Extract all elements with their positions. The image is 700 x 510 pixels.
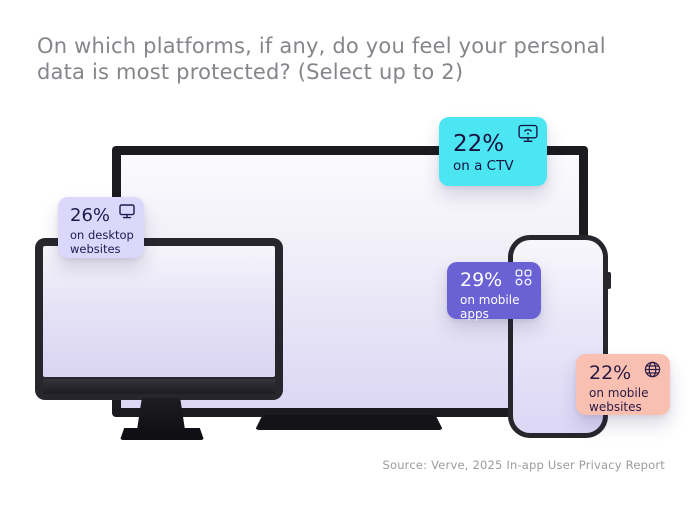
desktop-monitor-chin	[43, 379, 275, 394]
badge-desktop-websites-value: 26%	[70, 205, 111, 226]
badge-mobile-websites-value: 22%	[589, 362, 632, 384]
ctv-screen-icon	[518, 124, 538, 147]
globe-icon	[644, 361, 661, 382]
badge-desktop-websites: 26% on desktop websites	[58, 197, 144, 258]
page-title-line-1: On which platforms, if any, do you feel …	[37, 34, 606, 58]
badge-mobile-apps: 29% on mobile apps	[447, 262, 541, 322]
badge-ctv-value: 22%	[453, 131, 505, 157]
smartphone-side-button	[607, 272, 611, 289]
badge-mobile-apps-value: 29%	[460, 269, 503, 291]
desktop-monitor-stand-base	[120, 428, 204, 440]
ctv-device-stand	[255, 415, 443, 430]
source-attribution: Source: Verve, 2025 In-app User Privacy …	[382, 458, 665, 472]
apps-grid-icon	[515, 269, 532, 290]
desktop-monitor-device	[35, 238, 283, 400]
badge-ctv: 22% on a CTV	[439, 117, 547, 186]
page-title: On which platforms, if any, do you feel …	[37, 33, 677, 85]
page-title-line-2: data is most protected? (Select up to 2)	[37, 60, 464, 84]
desktop-monitor-stand-neck	[137, 398, 185, 430]
desktop-monitor-screen	[43, 246, 275, 377]
badge-ctv-label: on a CTV	[453, 158, 514, 175]
badge-mobile-websites-label: on mobile websites	[589, 385, 649, 415]
badge-mobile-apps-label: on mobile apps	[460, 292, 520, 322]
desktop-monitor-icon	[119, 204, 135, 223]
badge-mobile-websites: 22% on mobile websites	[576, 354, 670, 415]
badge-desktop-websites-label: on desktop websites	[70, 227, 134, 256]
